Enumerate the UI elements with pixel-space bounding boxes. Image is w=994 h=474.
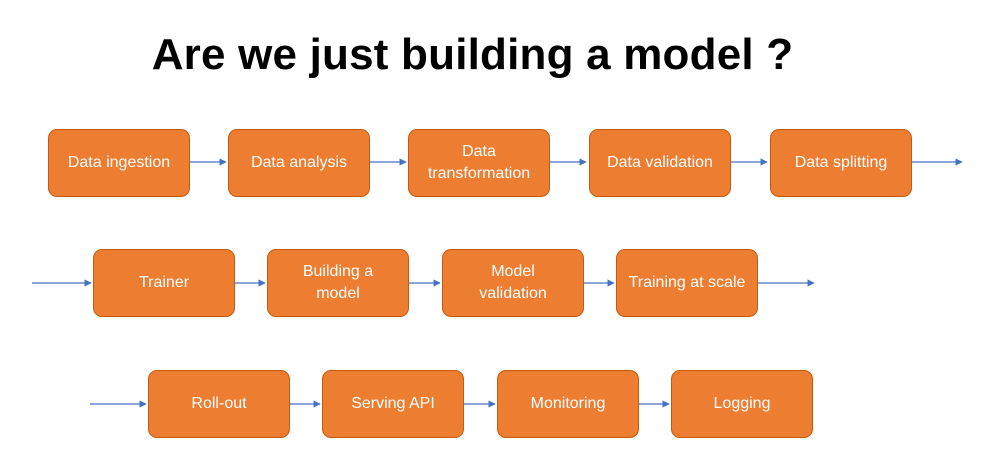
step-building-a-model: Building a model bbox=[267, 249, 409, 317]
step-data-splitting: Data splitting bbox=[770, 129, 912, 197]
step-serving-api: Serving API bbox=[322, 370, 464, 438]
step-training-at-scale: Training at scale bbox=[616, 249, 758, 317]
step-roll-out: Roll-out bbox=[148, 370, 290, 438]
step-data-validation: Data validation bbox=[589, 129, 731, 197]
step-logging: Logging bbox=[671, 370, 813, 438]
step-data-analysis: Data analysis bbox=[228, 129, 370, 197]
step-monitoring: Monitoring bbox=[497, 370, 639, 438]
step-model-validation: Model validation bbox=[442, 249, 584, 317]
step-data-transformation: Data transformation bbox=[408, 129, 550, 197]
step-trainer: Trainer bbox=[93, 249, 235, 317]
page-title: Are we just building a model ? bbox=[151, 30, 794, 79]
step-data-ingestion: Data ingestion bbox=[48, 129, 190, 197]
